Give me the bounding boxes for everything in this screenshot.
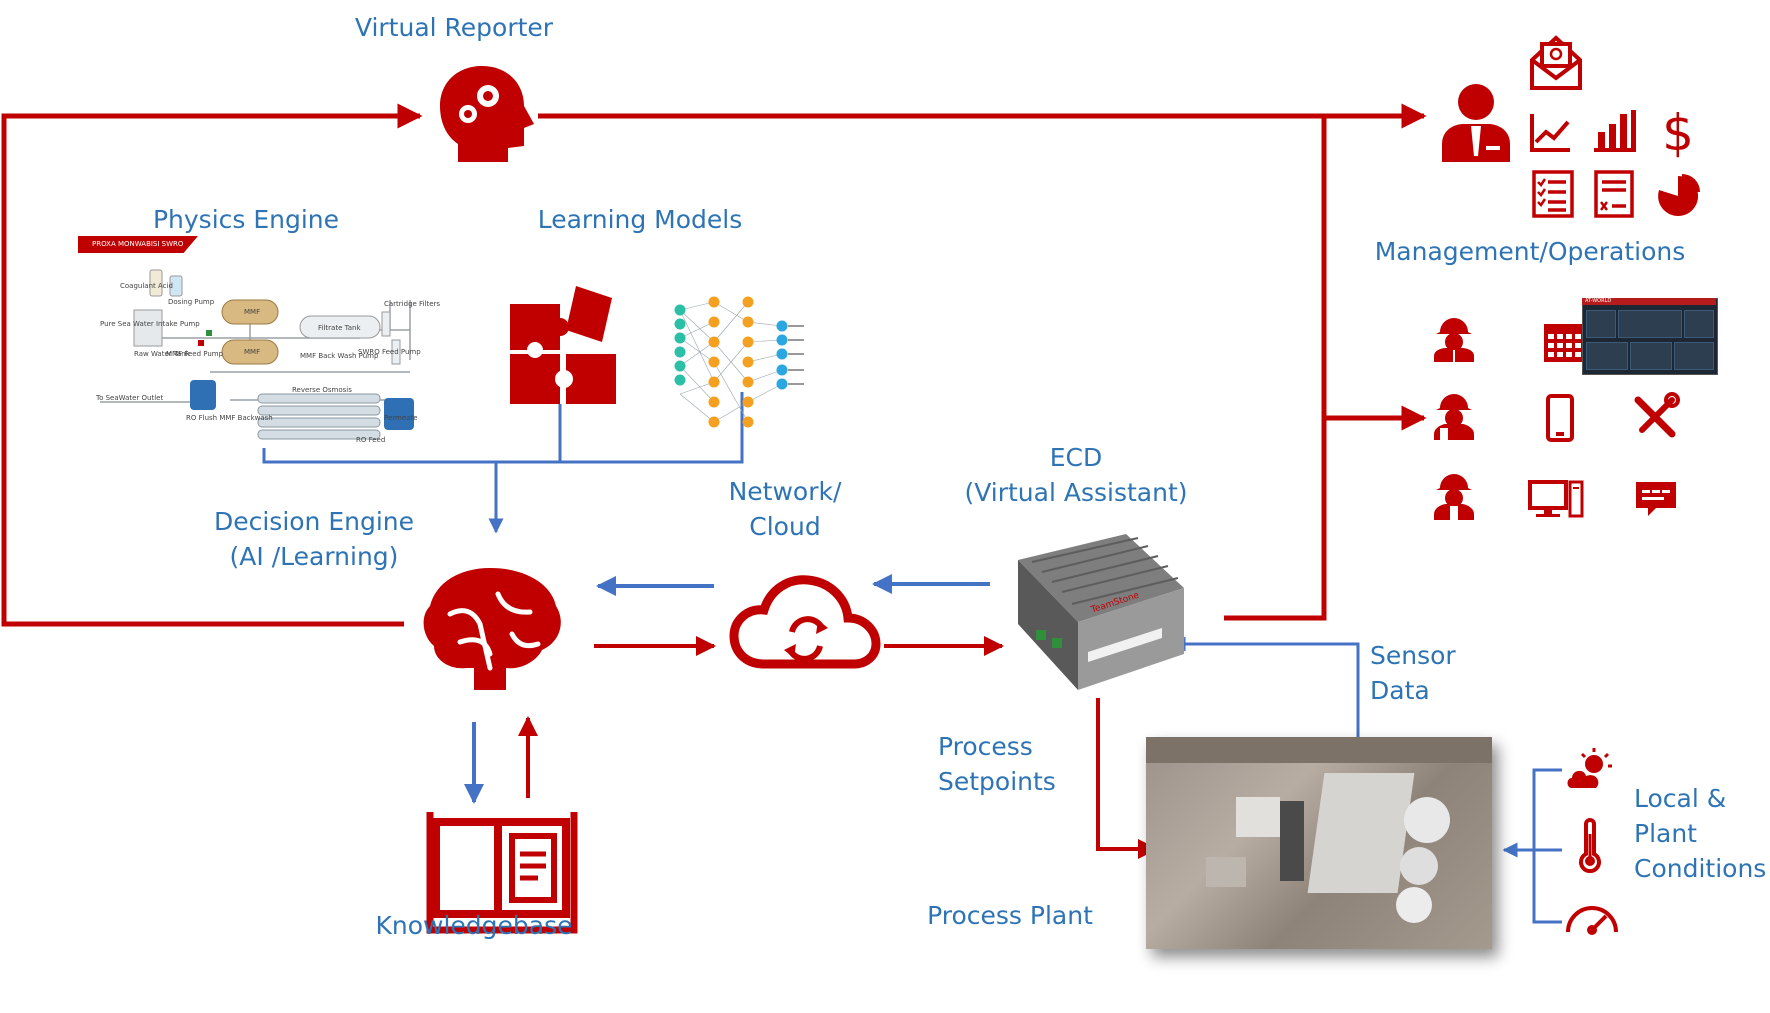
pd-label-mmf-1: MMF [244, 308, 261, 316]
dashboard-title: AT-WORLD [1582, 298, 1716, 305]
pd-label-swro: SWRO Feed Pump [358, 348, 421, 356]
pd-label-mmf-2: MMF [244, 348, 261, 356]
chat-icon [1636, 482, 1676, 516]
open-book-icon [426, 812, 578, 934]
label-process-setpoints: Setpoints [938, 767, 1056, 796]
label-sensor-data: Data [1370, 676, 1430, 705]
pd-label-outlet: To SeaWater Outlet [96, 394, 164, 402]
line-chart-icon [1530, 114, 1570, 152]
bar-chart-icon [1594, 110, 1636, 152]
label-local: Local & [1634, 784, 1727, 813]
arrow-ecd-to-plant [1096, 698, 1158, 859]
arrow-sensor-data-to-ecd [1170, 636, 1360, 740]
label-cloud: Cloud [749, 512, 821, 541]
connectors [1, 103, 1562, 924]
label-ecd: ECD [1049, 443, 1103, 472]
ro-membranes [257, 393, 381, 440]
operator-icon [1434, 394, 1474, 440]
weather-icon [1567, 748, 1612, 788]
label-virtual-reporter: Virtual Reporter [354, 13, 554, 42]
dashboard-tile [1674, 342, 1714, 370]
industrial-pc-icon [1018, 534, 1184, 690]
pd-label-ro-feed: RO Feed [356, 436, 386, 444]
label-conditions: Conditions [1634, 854, 1767, 883]
permeate-tank [384, 398, 414, 430]
calendar-icon [1544, 324, 1584, 362]
head-gears-icon [440, 66, 534, 162]
process-plant-photo [1146, 737, 1492, 949]
label-sensor: Sensor [1370, 641, 1456, 670]
email-icon [1530, 35, 1582, 90]
coagulant-tank [149, 269, 163, 297]
mmf-vessel-1 [221, 299, 279, 325]
arrow-ecd-to-management [1224, 116, 1327, 621]
pd-label-raw-water: Raw Water Tank [134, 350, 190, 358]
label-ecd-sub: (Virtual Assistant) [964, 478, 1188, 507]
gauge-icon [1566, 906, 1618, 935]
label-physics-engine: Physics Engine [152, 205, 340, 234]
pd-label-dosing: Dosing Pump [168, 298, 215, 306]
connector-models-to-decision [262, 392, 744, 464]
dollar-icon: $ [1662, 104, 1694, 162]
pd-label-mmf-feed: MMF Feed Pump [166, 350, 224, 358]
label-knowledgebase: Knowledgebase [375, 911, 573, 940]
invoice-icon [1594, 170, 1634, 218]
cloud-sync-icon [729, 575, 881, 669]
svg-text:$: $ [1662, 104, 1694, 162]
dashboard-tile [1684, 310, 1714, 338]
engineer-icon [1434, 318, 1474, 362]
dashboard-tile [1586, 310, 1616, 338]
pd-label-permeate: Permeate [384, 414, 418, 422]
label-process-plant: Process Plant [927, 901, 1093, 930]
physics-process-diagram [100, 269, 414, 440]
label-learning-models: Learning Models [537, 205, 743, 234]
pd-label-intake: Pure Sea Water Intake Pump [100, 320, 200, 328]
mmf-vessel-2 [221, 339, 279, 365]
pd-label-flush: RO Flush MMF Backwash [186, 414, 273, 422]
label-decision-engine: Decision Engine [213, 507, 415, 536]
neural-network-icon [674, 296, 804, 428]
pie-chart-icon [1658, 174, 1700, 216]
pd-label-ro: Reverse Osmosis [292, 386, 352, 394]
connector-conditions [1532, 768, 1562, 924]
puzzle-icon [510, 286, 616, 404]
tools-icon [1634, 392, 1680, 438]
dashboard-tile [1630, 342, 1672, 370]
pd-label-cartridge: Cartridge Filters [384, 300, 441, 308]
label-process: Process [938, 732, 1033, 761]
dosing-tank [169, 275, 183, 297]
cartridge-filter-2 [391, 339, 401, 365]
smartphone-icon [1546, 394, 1574, 442]
label-management-operations: Management/Operations [1374, 237, 1686, 266]
pd-label-filtrate: Filtrate Tank [318, 324, 361, 332]
desktop-computer-icon [1528, 480, 1584, 518]
pd-label-coagulant: Coagulant Acid [120, 282, 173, 290]
pd-label-backwash: MMF Back Wash Pump [300, 352, 379, 360]
checklist-icon [1532, 170, 1574, 218]
filtrate-tank [299, 315, 381, 339]
dashboard-tile [1586, 342, 1628, 370]
raw-water-tank [133, 309, 163, 347]
label-plant: Plant [1634, 819, 1697, 848]
businessman-icon [1442, 84, 1510, 162]
backwash-tank [190, 380, 216, 410]
technician-icon [1434, 474, 1474, 520]
thermometer-icon [1579, 818, 1601, 874]
physics-banner: PROXA MONWABISI SWRO System [78, 236, 198, 253]
label-decision-engine-sub: (AI /Learning) [229, 542, 399, 571]
label-network: Network/ [728, 477, 842, 506]
cartridge-filter-1 [381, 311, 391, 337]
arrow-decision-to-reporter [1, 103, 423, 627]
brain-icon [423, 568, 561, 690]
dashboard-tile [1618, 310, 1682, 338]
